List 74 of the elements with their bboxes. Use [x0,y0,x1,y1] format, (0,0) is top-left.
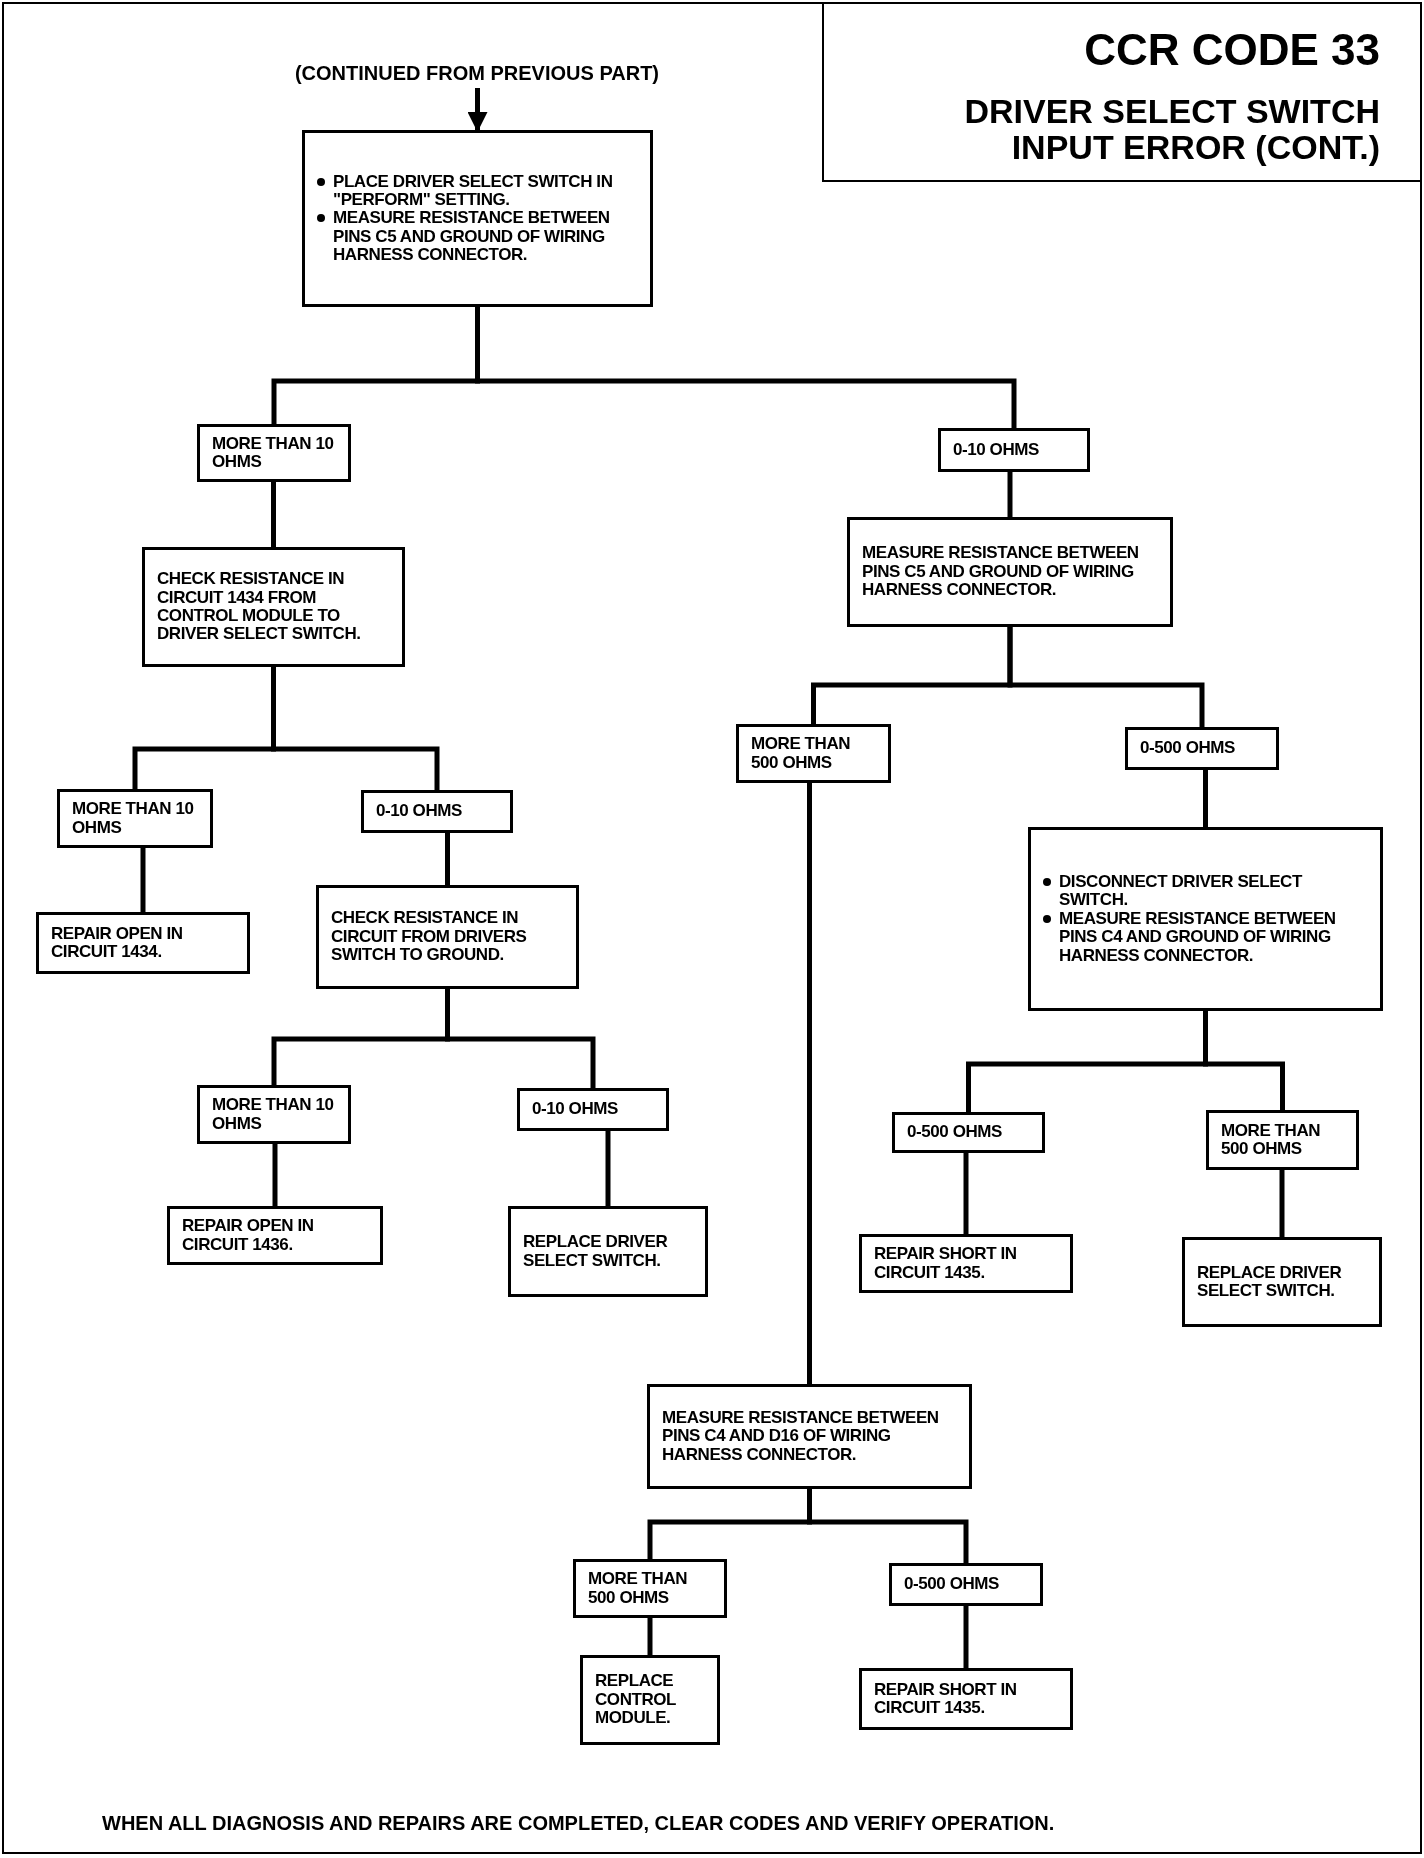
title: CCR CODE 33 [1084,28,1380,72]
step-text: MORE THAN 10 OHMS [212,434,335,472]
process-box [859,1668,1073,1730]
process-box [1125,727,1279,770]
process-box [508,1206,708,1297]
connector-line [445,989,596,1088]
step-text: REPAIR OPEN IN CIRCUIT 1434. [51,924,184,962]
step-text: MEASURE RESISTANCE BETWEEN PINS C4 AND D16 OF WIRING HARNESS CONNECTOR. [662,1408,940,1465]
connector-line [647,1618,653,1655]
step-text: MORE THAN 500 OHMS [588,1570,689,1607]
step-text: DISCONNECT DRIVER SELECT SWITCH. [1059,873,1304,910]
process-box [573,1559,727,1618]
connector-line [963,1606,969,1668]
step-text: REPLACE CONTROL MODULE. [595,1672,677,1728]
process-box [302,130,653,307]
step-text: 0-10 OHMS [532,1100,619,1119]
step-text: PLACE DRIVER SELECT SWITCH IN "PERFORM" SETTING. [333,172,614,210]
connector-line [271,482,276,547]
process-box [316,885,579,989]
process-box [889,1563,1043,1606]
step-text: 0-10 OHMS [376,802,463,821]
process-box [847,517,1173,627]
step-text: REPAIR SHORT IN CIRCUIT 1435. [874,1680,1018,1718]
connector-line [1279,1170,1285,1237]
connector-line [467,88,488,132]
connector-line [1007,472,1013,517]
process-box [1028,827,1383,1011]
connector-line [605,1131,611,1206]
subtitle: DRIVER SELECT SWITCH INPUT ERROR (CONT.) [963,94,1380,166]
step-text: 0-500 OHMS [1140,739,1236,758]
process-box [1182,1237,1382,1327]
connector-line [807,783,812,1384]
connector-line [1203,1011,1285,1110]
step-text: REPLACE DRIVER SELECT SWITCH. [1197,1263,1343,1301]
process-box [517,1088,669,1131]
step-text: MEASURE RESISTANCE BETWEEN PINS C4 AND GROUND OF WIRING HARNESS CONNECTOR. [1059,909,1337,965]
step-text: CHECK RESISTANCE IN CIRCUIT 1434 FROM CONTROL MODULE TO DRIVER SELECT SWITCH. [157,570,362,644]
process-box [142,547,405,667]
process-box [647,1384,972,1489]
step-text: MORE THAN 500 OHMS [1221,1121,1322,1159]
step-text: MORE THAN 10 OHMS [72,800,195,837]
footer-note: WHEN ALL DIAGNOSIS AND REPAIRS ARE COMPLETED, CLEAR CODES AND VERIFY OPERATION. [102,1811,1055,1836]
process-box [197,1085,351,1144]
connector-line [1007,627,1205,727]
connector-line [272,1144,278,1206]
process-box [938,428,1090,472]
process-box [892,1112,1045,1153]
step-text: 0-500 OHMS [904,1575,1000,1594]
step-text: REPLACE DRIVER SELECT SWITCH. [523,1233,669,1270]
connector-line [1203,770,1208,827]
process-box [859,1234,1073,1293]
connector-line [140,848,146,912]
step-text: REPAIR OPEN IN CIRCUIT 1436. [182,1217,315,1254]
process-box [361,790,513,833]
connector-line [445,833,450,885]
step-text: MEASURE RESISTANCE BETWEEN PINS C5 AND GROUND OF WIRING HARNESS CONNECTOR. [333,209,611,265]
step-text: REPAIR SHORT IN CIRCUIT 1435. [874,1245,1018,1282]
process-box [736,724,891,783]
step-text: MEASURE RESISTANCE BETWEEN PINS C5 AND GROUND OF WIRING HARNESS CONNECTOR. [862,544,1140,600]
process-box [57,789,213,848]
step-text: 0-10 OHMS [953,440,1040,460]
step-text: CHECK RESISTANCE IN CIRCUIT FROM DRIVERS SWITCH TO GROUND. [331,909,528,965]
connector-line [807,1489,969,1563]
process-box [580,1655,720,1745]
process-box [36,912,250,974]
process-box [167,1206,383,1265]
process-box [197,424,351,482]
connector-line [271,667,440,790]
step-text: MORE THAN 10 OHMS [212,1096,335,1133]
connector-line [963,1153,969,1234]
step-text: MORE THAN 500 OHMS [751,735,852,772]
process-box [1206,1110,1359,1170]
continuation-note: (CONTINUED FROM PREVIOUS PART) [240,57,714,88]
step-text: 0-500 OHMS [907,1123,1003,1142]
